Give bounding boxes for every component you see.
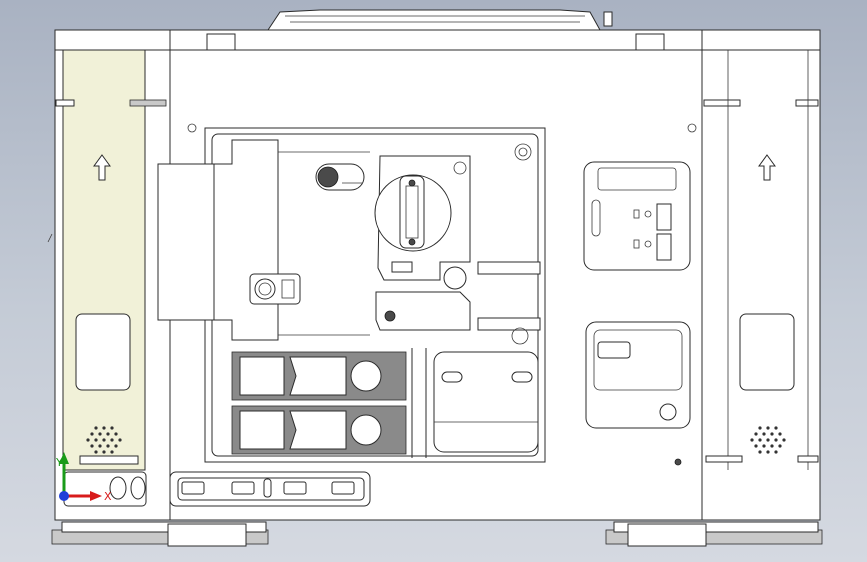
grille-hole (770, 444, 774, 448)
switch-panel (583, 161, 691, 271)
coordinate-triad: Y X (55, 452, 112, 503)
grille-hole (110, 426, 114, 430)
strip-button-2[interactable] (231, 481, 255, 495)
display-window[interactable] (597, 341, 631, 359)
grille-hole (758, 438, 762, 442)
grille-hole (106, 432, 110, 436)
grille-hole (762, 432, 766, 436)
triad-x-label: X (104, 490, 112, 503)
triad-y-label: Y (55, 456, 63, 469)
right-side-panel (703, 50, 819, 470)
grille-hole (782, 438, 786, 442)
grille-hole (758, 426, 762, 430)
knob-lower-block (375, 261, 541, 345)
grille-hole (114, 444, 118, 448)
base-feet (51, 521, 823, 547)
switch-bottom[interactable] (633, 233, 672, 261)
grille-hole (90, 432, 94, 436)
top-cover (267, 9, 613, 31)
indicator-light (659, 403, 677, 421)
grille-hole (778, 432, 782, 436)
rotary-knob-assembly[interactable] (374, 155, 471, 290)
grille-hole (766, 450, 770, 454)
grille-hole (90, 444, 94, 448)
grille-hole (106, 444, 110, 448)
strip-button-3[interactable] (283, 481, 307, 495)
grille-hole (770, 432, 774, 436)
grille-hole (94, 426, 98, 430)
grille-hole (98, 432, 102, 436)
grille-hole (102, 426, 106, 430)
grille-hole (102, 450, 106, 454)
grille-hole (762, 444, 766, 448)
left-knob-1[interactable] (109, 476, 127, 500)
grille-hole (774, 450, 778, 454)
grille-hole (102, 438, 106, 442)
latch-button[interactable] (315, 163, 365, 191)
grille-hole (118, 438, 122, 442)
grille-hole (766, 438, 770, 442)
grille-hole (94, 438, 98, 442)
grille-hole (110, 450, 114, 454)
strip-button-4[interactable] (331, 481, 355, 495)
grille-hole (86, 438, 90, 442)
grille-hole (766, 426, 770, 430)
right-vent-slot (739, 313, 795, 391)
left-arrow-icon (93, 154, 111, 181)
storage-compartment (433, 351, 539, 453)
strip-button-1[interactable] (181, 481, 205, 495)
left-knob-2[interactable] (130, 476, 146, 500)
right-speaker-grille (750, 426, 786, 454)
grille-hole (778, 444, 782, 448)
right-arrow-icon (758, 154, 776, 181)
grille-hole (754, 432, 758, 436)
grille-hole (750, 438, 754, 442)
grille-hole (758, 450, 762, 454)
grille-hole (94, 450, 98, 454)
switch-top[interactable] (633, 203, 672, 231)
left-speaker-grille (86, 426, 122, 454)
grille-hole (98, 444, 102, 448)
connector-port[interactable] (249, 273, 301, 305)
grille-hole (774, 426, 778, 430)
battery-slot-lower[interactable] (231, 405, 407, 455)
left-vent-slot (75, 313, 131, 391)
grille-hole (110, 438, 114, 442)
display-panel (585, 321, 691, 429)
battery-slot-upper[interactable] (231, 351, 407, 401)
left-side-panel (55, 49, 167, 471)
grille-hole (754, 444, 758, 448)
strip-slider-handle[interactable] (263, 478, 272, 498)
grille-hole (114, 432, 118, 436)
grille-hole (774, 438, 778, 442)
